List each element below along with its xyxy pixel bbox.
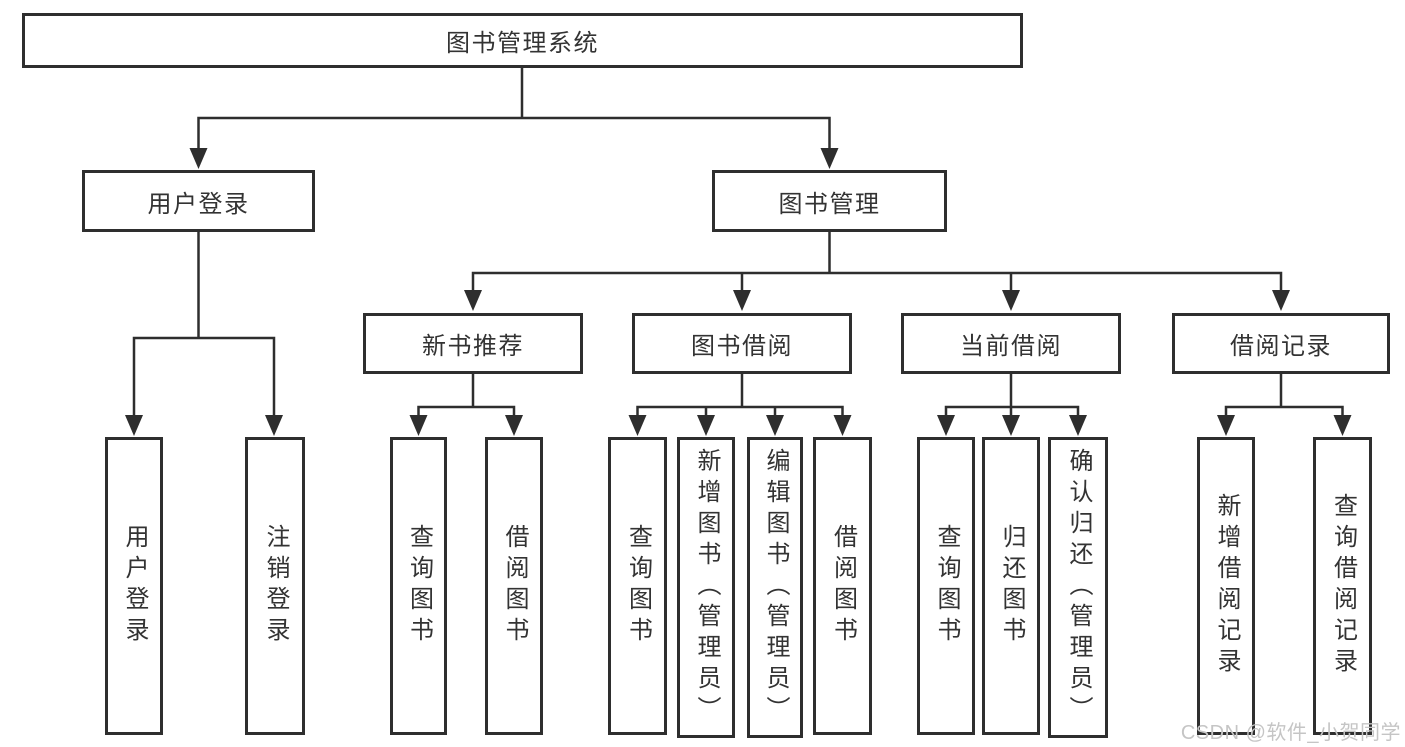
arrow-down-icon bbox=[1333, 415, 1352, 436]
arrow-down-icon bbox=[505, 415, 523, 436]
connector-newbook-to-leaves bbox=[417, 374, 516, 418]
leaf-borrow-books: 借阅图书 bbox=[485, 437, 543, 735]
node-new-book-recommend: 新书推荐 bbox=[363, 313, 583, 374]
arrow-down-icon bbox=[409, 415, 428, 436]
arrow-down-icon bbox=[1002, 415, 1020, 436]
node-user-login-module: 用户登录 bbox=[82, 170, 315, 232]
node-label: 编辑图书（管理员） bbox=[762, 448, 789, 727]
node-label: 新书推荐 bbox=[422, 333, 524, 360]
node-label: 查询图书 bbox=[405, 524, 433, 648]
node-label: 新增图书（管理员） bbox=[693, 448, 720, 727]
leaf-borrow-books: 借阅图书 bbox=[813, 437, 872, 735]
node-label: 图书管理系统 bbox=[446, 30, 599, 57]
leaf-edit-books-admin: 编辑图书（管理员） bbox=[747, 437, 803, 738]
node-label: 确认归还（管理员） bbox=[1065, 448, 1092, 727]
connector-currentborrow-to-leaves bbox=[944, 374, 1080, 418]
leaf-query-books: 查询图书 bbox=[917, 437, 975, 735]
arrow-down-icon bbox=[628, 415, 647, 436]
arrow-down-icon bbox=[1002, 290, 1020, 311]
node-label: 借阅图书 bbox=[501, 524, 528, 648]
connector-bookborrow-to-leaves bbox=[636, 374, 844, 418]
arrow-down-icon bbox=[265, 415, 283, 436]
node-label: 新增借阅记录 bbox=[1213, 493, 1240, 679]
arrow-down-icon bbox=[820, 148, 839, 169]
node-label: 用户登录 bbox=[147, 190, 250, 218]
node-borrowing-records: 借阅记录 bbox=[1172, 313, 1390, 374]
arrow-down-icon bbox=[766, 415, 784, 436]
arrow-down-icon bbox=[833, 415, 852, 436]
arrow-down-icon bbox=[697, 415, 715, 436]
leaf-user-login: 用户登录 bbox=[105, 437, 163, 735]
connector-bookmgmt-to-level3 bbox=[471, 232, 1283, 294]
node-label: 图书借阅 bbox=[691, 333, 793, 360]
node-label: 归还图书 bbox=[998, 524, 1025, 648]
leaf-add-books-admin: 新增图书（管理员） bbox=[677, 437, 735, 738]
arrow-down-icon bbox=[733, 290, 751, 311]
node-label: 图书管理 bbox=[778, 190, 881, 218]
connector-userlogin-to-leaves bbox=[132, 232, 276, 418]
leaf-confirm-return-admin: 确认归还（管理员） bbox=[1048, 437, 1108, 738]
arrow-down-icon bbox=[189, 148, 208, 169]
arrowheads bbox=[125, 148, 1352, 436]
node-book-borrowing: 图书借阅 bbox=[632, 313, 852, 374]
node-label: 查询借阅记录 bbox=[1329, 493, 1357, 679]
node-label: 用户登录 bbox=[121, 524, 148, 648]
leaf-add-borrow-record: 新增借阅记录 bbox=[1197, 437, 1255, 735]
connector-root-to-level2 bbox=[197, 68, 831, 150]
arrow-down-icon bbox=[125, 415, 143, 436]
watermark: CSDN @软件_小贺同学 bbox=[1180, 722, 1401, 744]
arrow-down-icon bbox=[1069, 415, 1087, 436]
node-label: 查询图书 bbox=[933, 524, 960, 648]
leaf-query-borrow-record: 查询借阅记录 bbox=[1313, 437, 1372, 735]
leaf-logout: 注销登录 bbox=[245, 437, 305, 735]
arrow-down-icon bbox=[464, 290, 482, 311]
node-label: 借阅图书 bbox=[829, 524, 857, 648]
leaf-query-books: 查询图书 bbox=[608, 437, 667, 735]
arrow-down-icon bbox=[937, 415, 955, 436]
leaf-query-books: 查询图书 bbox=[390, 437, 447, 735]
node-book-management-module: 图书管理 bbox=[712, 170, 947, 232]
arrow-down-icon bbox=[1272, 290, 1290, 311]
arrow-down-icon bbox=[1217, 415, 1235, 436]
node-current-borrowing: 当前借阅 bbox=[901, 313, 1121, 374]
connector-borrowrecord-to-leaves bbox=[1224, 374, 1344, 418]
node-label: 借阅记录 bbox=[1230, 333, 1332, 360]
leaf-return-books: 归还图书 bbox=[982, 437, 1040, 735]
node-library-management-system: 图书管理系统 bbox=[22, 13, 1023, 68]
node-label: 查询图书 bbox=[624, 524, 652, 648]
node-label: 当前借阅 bbox=[960, 333, 1062, 360]
node-label: 注销登录 bbox=[262, 524, 289, 648]
